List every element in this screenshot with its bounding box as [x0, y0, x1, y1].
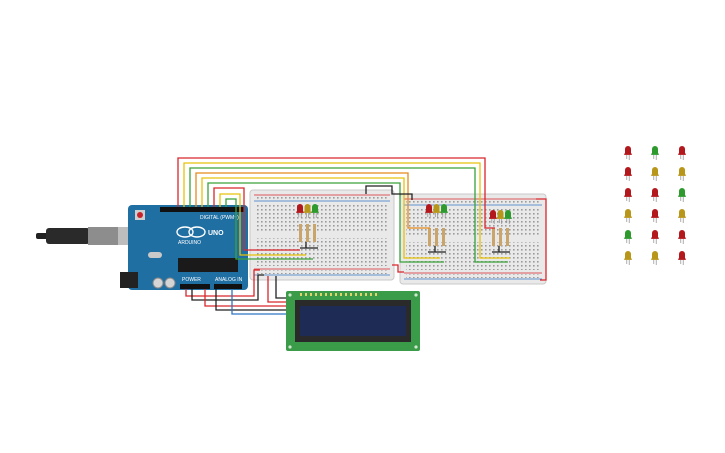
lcd-screen — [300, 306, 406, 336]
breadboard-2-body — [399, 193, 547, 285]
wire-red-bridge-bottom[interactable] — [392, 264, 404, 273]
light-2-red-led[interactable] — [425, 204, 433, 218]
arduino-logo-icon — [176, 226, 194, 238]
spare-leds — [624, 146, 686, 265]
wire-green-mid[interactable] — [207, 182, 444, 263]
crystal — [148, 252, 162, 258]
spare-led-2-2[interactable] — [678, 188, 686, 202]
spare-led-5-0[interactable] — [624, 251, 632, 265]
spare-led-4-1[interactable] — [651, 230, 659, 244]
light-1-red-led[interactable] — [296, 204, 304, 218]
wire-red-short[interactable] — [213, 187, 300, 251]
light-2-yellow-led[interactable] — [432, 204, 441, 218]
traffic-lights — [296, 204, 512, 224]
wire-lcd-black[interactable] — [215, 289, 286, 311]
spare-led-4-2[interactable] — [678, 230, 686, 244]
wire-lcd-red[interactable] — [204, 289, 286, 307]
wire-green-short[interactable] — [225, 198, 313, 260]
wire-lcd-blue[interactable] — [231, 289, 286, 315]
resistor-group-1 — [299, 224, 316, 242]
model-label: UNO — [208, 230, 224, 237]
usb-connector-metal — [88, 227, 118, 245]
spare-led-2-1[interactable] — [651, 188, 659, 202]
wire-lcd-black-2[interactable] — [275, 276, 286, 299]
resistor-group-3 — [492, 228, 509, 246]
brand-label: ARDUINO — [178, 240, 201, 246]
analog-header — [214, 284, 242, 289]
spare-led-1-2[interactable] — [678, 167, 686, 181]
arduino-board[interactable]: DIGITAL (PWM~) UNO ARDUINO POWER ANALOG … — [120, 205, 248, 290]
spare-led-3-2[interactable] — [678, 209, 686, 223]
light-3-red-led[interactable] — [489, 210, 497, 224]
analog-label: ANALOG IN — [215, 277, 243, 283]
wire-yellow-long[interactable] — [183, 162, 510, 259]
breadboard-2[interactable] — [399, 193, 547, 285]
spare-led-0-2[interactable] — [678, 146, 686, 160]
capacitor-2 — [164, 277, 176, 289]
power-jack — [120, 272, 138, 288]
arduino-logo-icon-right — [188, 226, 206, 238]
wire-red-long[interactable] — [177, 157, 495, 229]
digital-header — [160, 207, 244, 212]
wire-orange-mid[interactable] — [195, 172, 430, 229]
lcd-pins — [300, 293, 377, 296]
power-header — [180, 284, 210, 289]
spare-led-2-0[interactable] — [624, 188, 632, 202]
breadboard-1-body — [249, 189, 395, 281]
wire-yellow-short[interactable] — [219, 193, 306, 256]
resistor-group-2 — [428, 228, 445, 246]
wire-black-bridge-top[interactable] — [365, 185, 413, 200]
wire-black-gnd[interactable] — [191, 274, 264, 301]
digital-label: DIGITAL (PWM~) — [200, 215, 239, 221]
spare-led-1-1[interactable] — [651, 167, 659, 181]
spare-led-0-0[interactable] — [624, 146, 632, 160]
capacitor-1 — [152, 277, 164, 289]
lcd-display[interactable] — [286, 291, 420, 351]
atmega-chip — [178, 258, 238, 272]
spare-led-1-0[interactable] — [624, 167, 632, 181]
usb-plug-body — [46, 228, 90, 244]
light-1-green-led[interactable] — [311, 204, 319, 218]
reset-button-cap[interactable] — [137, 212, 143, 218]
light-3-green-led[interactable] — [504, 210, 512, 224]
wire-red-right-rail[interactable] — [536, 198, 547, 281]
light-2-green-led[interactable] — [440, 204, 448, 218]
light-1-yellow-led[interactable] — [303, 204, 312, 218]
wire-lcd-red-2[interactable] — [267, 276, 286, 303]
power-label: POWER — [182, 277, 201, 283]
spare-led-5-1[interactable] — [651, 251, 659, 265]
wire-red-5v[interactable] — [185, 269, 260, 297]
usb-cable-end — [36, 233, 48, 239]
spare-led-0-1[interactable] — [651, 146, 659, 160]
usb-cable — [36, 227, 142, 245]
wire-green-long[interactable] — [189, 167, 508, 263]
wire-yellow-mid[interactable] — [201, 177, 440, 259]
spare-led-3-1[interactable] — [651, 209, 659, 223]
spare-led-4-0[interactable] — [624, 230, 632, 244]
breadboard-1[interactable] — [249, 189, 395, 281]
light-3-yellow-led[interactable] — [496, 210, 505, 224]
spare-led-5-2[interactable] — [678, 251, 686, 265]
wires — [177, 157, 547, 315]
spare-led-3-0[interactable] — [624, 209, 632, 223]
